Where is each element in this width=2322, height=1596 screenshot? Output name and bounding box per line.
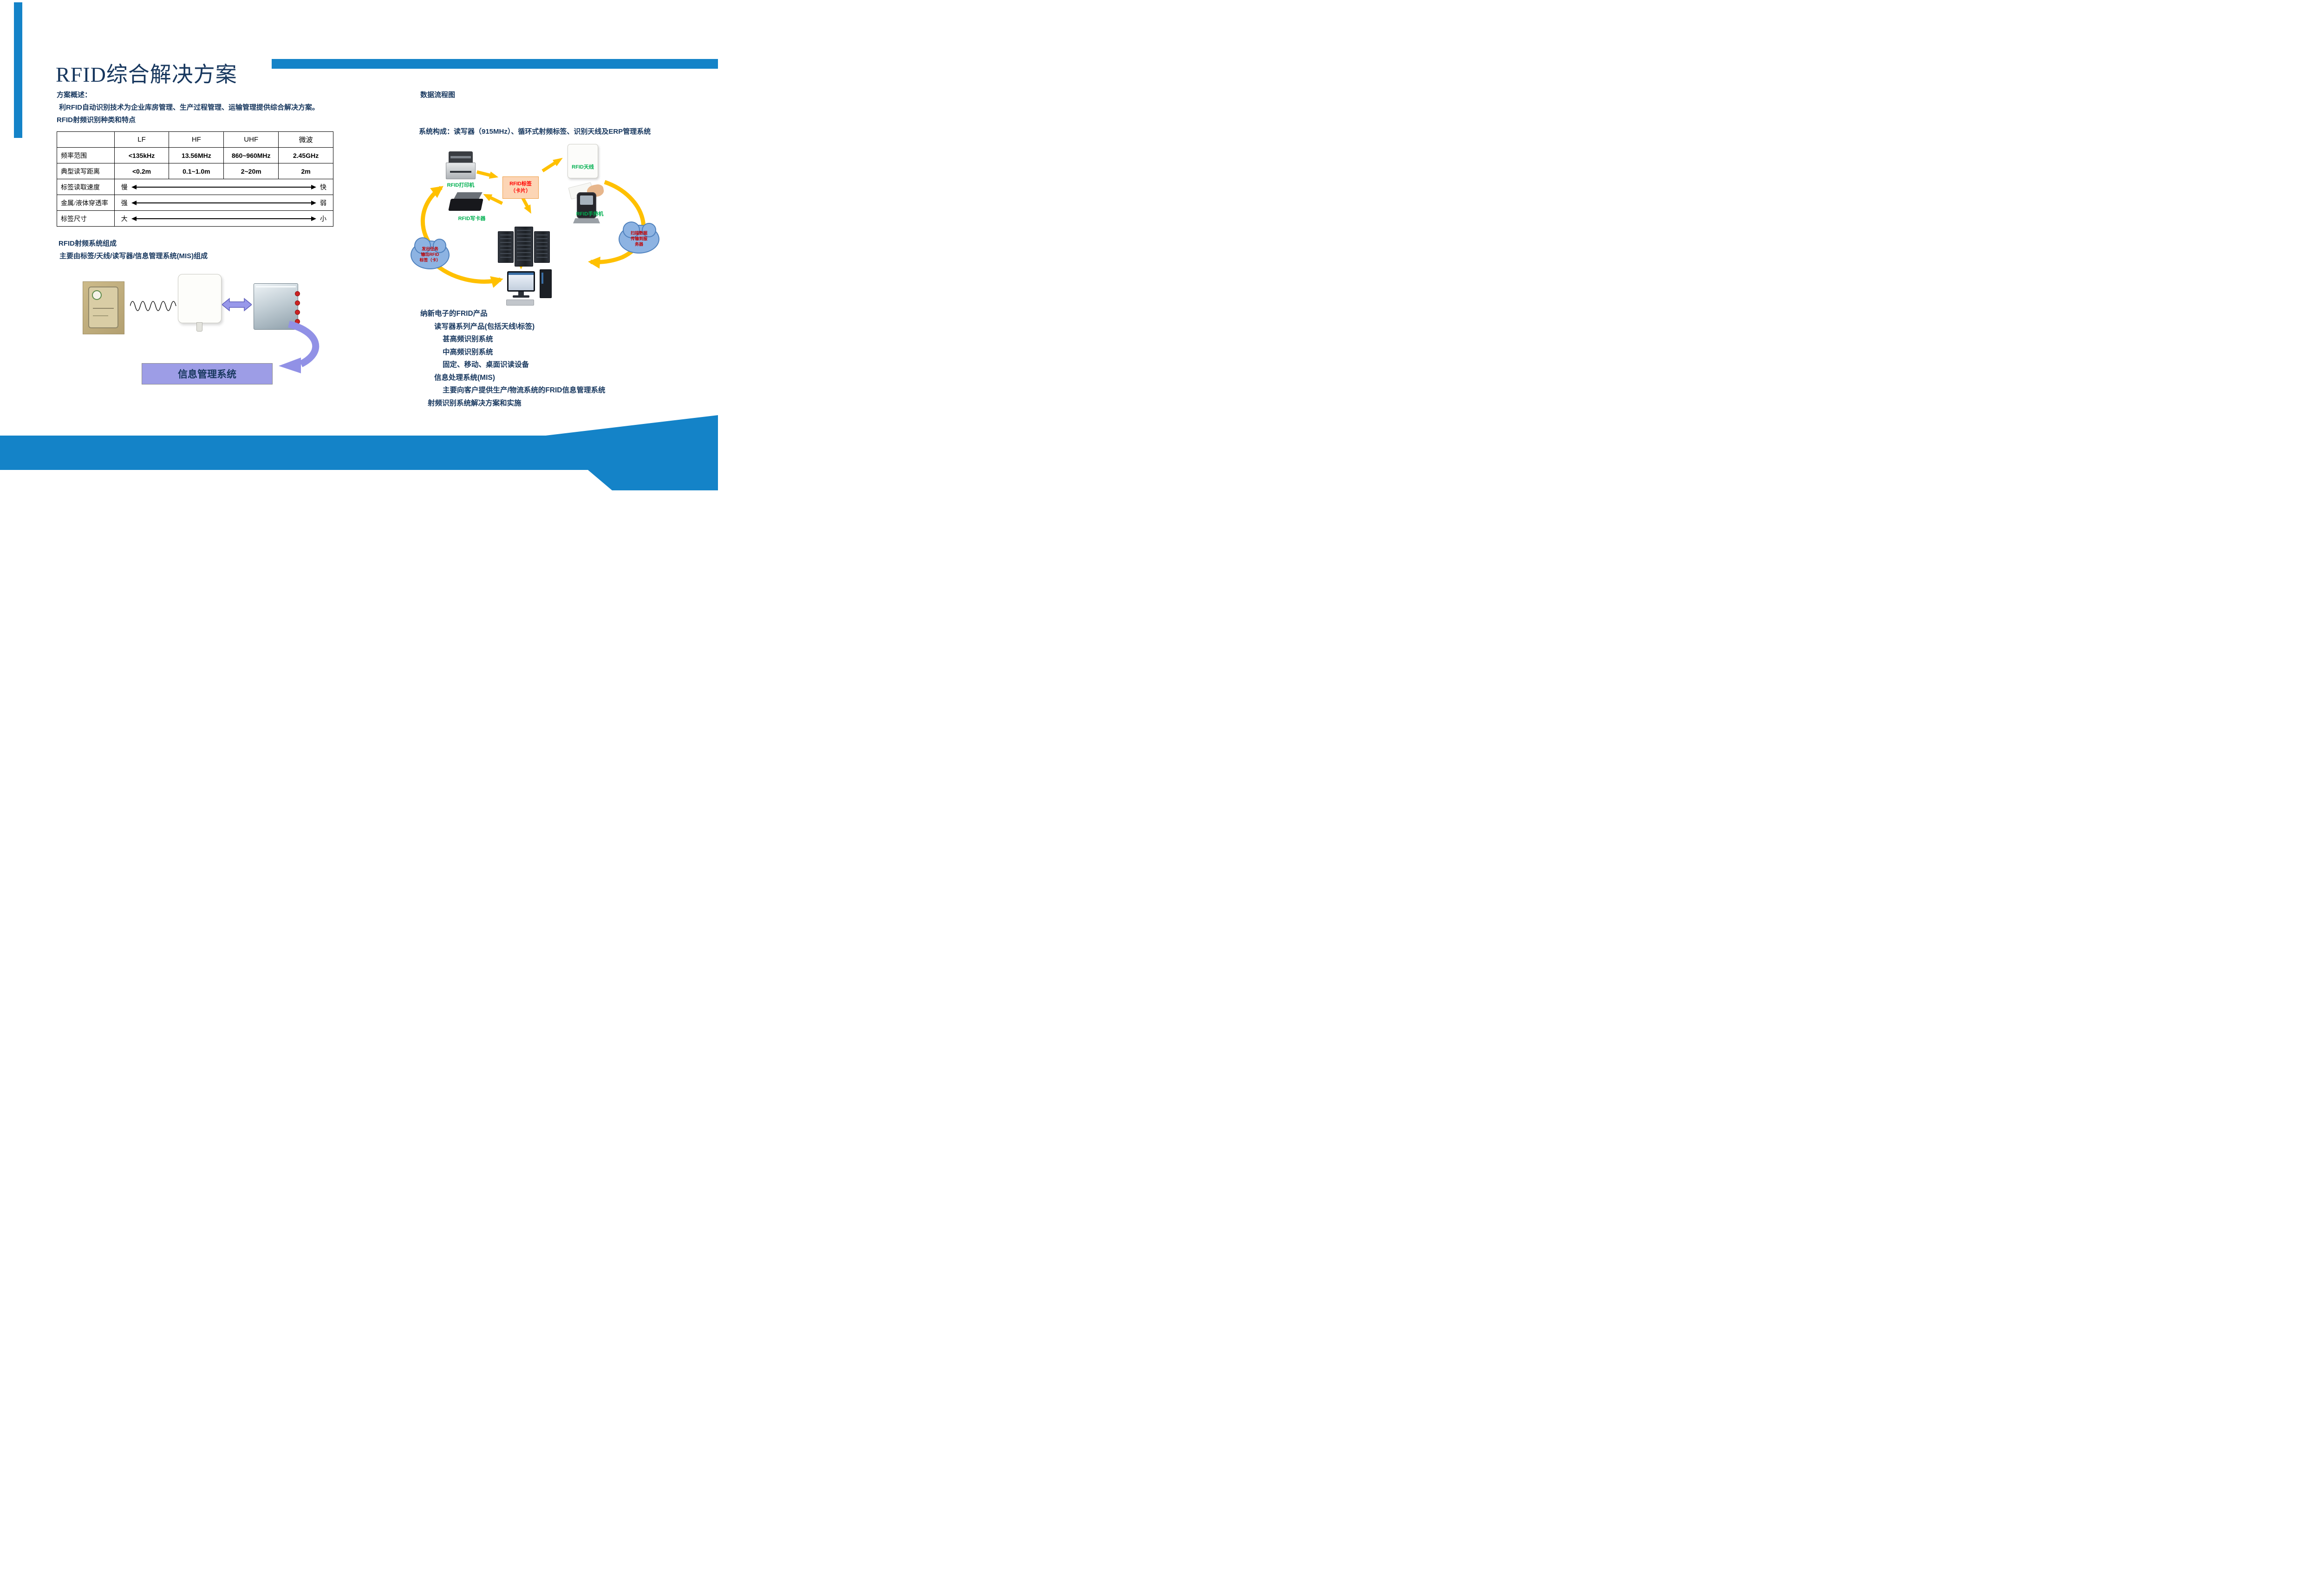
double-arrow-icon <box>222 298 252 312</box>
double-arrow-line <box>131 184 317 189</box>
rfid-antenna-image: RFID天线 <box>567 144 598 178</box>
top-accent-band <box>272 59 718 69</box>
bottom-band-graphic <box>0 415 718 490</box>
double-arrow-line <box>131 216 317 221</box>
table-header-cell <box>57 131 115 148</box>
list-item: 固定、移动、桌面识读设备 <box>443 361 529 369</box>
list-item: 主要向客户提供生产/物流系统的FRID信息管理系统 <box>443 386 606 394</box>
antenna-port-icon <box>295 310 300 315</box>
range-left-label: 大 <box>121 215 128 222</box>
table-row: 标签读取速度 慢 快 <box>57 179 334 195</box>
table-header-cell: 微波 <box>278 131 333 148</box>
system-composition-label: RFID射频系统组成 <box>59 240 117 248</box>
rfid-frequency-table: LF HF UHF 微波 频率范围 <135kHz 13.56MHz 860~9… <box>57 131 334 227</box>
server-tower-image <box>515 227 533 267</box>
rfid-printer-image <box>446 151 476 179</box>
left-accent-bar <box>14 2 22 138</box>
handheld-label: RFID手持机 <box>576 211 604 217</box>
rfid-tag-box: RFID标签 （卡片） <box>502 176 539 199</box>
table-header-row: LF HF UHF 微波 <box>57 131 333 148</box>
row-label: 标签尺寸 <box>57 210 115 227</box>
tag-label-line1: RFID标签 <box>509 181 532 187</box>
list-item: 射频识别系统解决方案和实施 <box>428 399 522 407</box>
table-cell: <135kHz <box>114 147 170 163</box>
list-item: 中高频识别系统 <box>443 348 493 356</box>
table-cell: 13.56MHz <box>169 147 224 163</box>
list-item: 纳新电子的FRID产品 <box>420 310 488 318</box>
table-row: 典型读写距离 <0.2m 0.1~1.0m 2~20m 2m <box>57 163 333 179</box>
table-header-cell: HF <box>169 131 224 148</box>
tag-card-graphic <box>88 287 118 328</box>
antenna-label: RFID天线 <box>572 164 594 170</box>
rfid-tag-photo <box>83 281 124 334</box>
table-cell: 2m <box>278 163 333 179</box>
row-label: 频率范围 <box>57 147 115 163</box>
row-label: 典型读写距离 <box>57 163 115 179</box>
rfid-handheld-image <box>577 192 596 218</box>
list-item: 甚高频识别系统 <box>443 335 493 343</box>
system-composition-line: 系统构成：读写器（915MHz）、循环式射频标签、识别天线及ERP管理系统 <box>419 128 651 136</box>
table-row: 金属/液体穿透率 强 弱 <box>57 195 334 211</box>
table-title: RFID射频识别种类和特点 <box>57 116 136 124</box>
task-cloud: 发出任务 输出RFID 标签（卡） <box>411 237 450 269</box>
range-right-label: 小 <box>320 215 326 222</box>
system-composition-text: 主要由标签/天线/读写器/信息管理系统(MIS)组成 <box>59 252 208 260</box>
rfid-writer-image <box>448 192 483 214</box>
tag-logo-icon <box>92 290 102 300</box>
antenna-panel-image <box>178 274 222 323</box>
keyboard-image <box>506 300 534 306</box>
monitor-image <box>507 271 535 292</box>
double-arrow-line <box>131 200 317 205</box>
range-right-label: 快 <box>320 183 326 191</box>
radio-wave-icon <box>130 301 176 311</box>
table-cell: 2.45GHz <box>278 147 333 163</box>
range-left-label: 慢 <box>121 183 128 191</box>
table-cell: 860~960MHz <box>223 147 279 163</box>
writer-label: RFID写卡器 <box>458 216 486 221</box>
server-tower-image <box>498 231 514 263</box>
data-flow-diagram: RFID打印机 RFID写卡器 RFID标签 （卡片） RFID天线 RFID手… <box>404 140 664 308</box>
row-label: 标签读取速度 <box>57 179 115 195</box>
flow-diagram-title: 数据流程图 <box>420 91 456 99</box>
range-cell: 慢 快 <box>114 179 334 195</box>
page-title: RFID综合解决方案 <box>56 63 237 86</box>
antenna-port-icon <box>295 300 300 306</box>
handheld-cradle <box>573 218 600 223</box>
range-cell: 强 弱 <box>114 195 334 211</box>
row-label: 金属/液体穿透率 <box>57 195 115 211</box>
mis-box: 信息管理系统 <box>142 363 273 384</box>
tag-label-line2: （卡片） <box>510 188 531 194</box>
product-list: 纳新电子的FRID产品 读写器系列产品(包括天线\标签) 甚高频识别系统 中高频… <box>420 307 605 410</box>
table-row: 频率范围 <135kHz 13.56MHz 860~960MHz 2.45GHz <box>57 147 333 163</box>
scan-data-cloud: 扫描数据 传输到服 务器 <box>619 221 659 254</box>
table-header-cell: UHF <box>223 131 279 148</box>
overview-label: 方案概述： <box>57 91 92 99</box>
curved-arrow-to-mis <box>279 320 320 373</box>
table-header-cell: LF <box>114 131 170 148</box>
server-tower-image <box>534 231 550 263</box>
pc-tower-image <box>540 269 552 298</box>
table-cell: 2~20m <box>223 163 279 179</box>
rfid-reader-image <box>254 283 300 330</box>
table-cell: 0.1~1.0m <box>169 163 224 179</box>
list-item: 读写器系列产品(包括天线\标签) <box>434 322 535 331</box>
antenna-stem <box>196 322 202 332</box>
table-row: 标签尺寸 大 小 <box>57 210 334 227</box>
list-item: 信息处理系统(MIS) <box>434 373 495 382</box>
table-cell: <0.2m <box>114 163 170 179</box>
range-right-label: 弱 <box>320 199 326 207</box>
printer-label: RFID打印机 <box>447 182 475 188</box>
range-cell: 大 小 <box>114 210 334 227</box>
overview-text: 利RFID自动识别技术为企业库房管理、生产过程管理、运输管理提供综合解决方案。 <box>59 104 319 111</box>
slide: RFID综合解决方案 方案概述： 利RFID自动识别技术为企业库房管理、生产过程… <box>0 0 718 490</box>
antenna-port-icon <box>295 291 300 296</box>
range-left-label: 强 <box>121 199 128 207</box>
